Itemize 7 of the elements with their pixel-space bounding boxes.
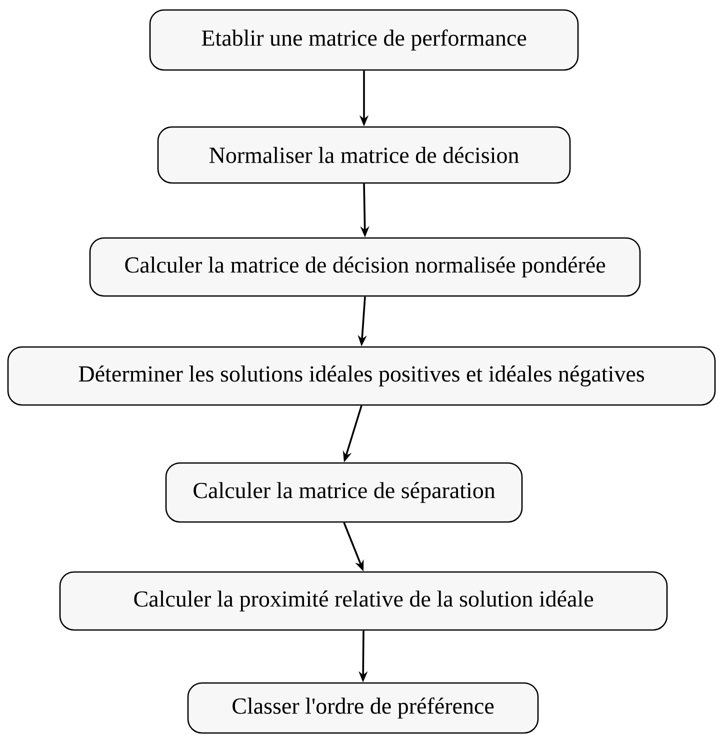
process-box: Calculer la proximité relative de la solution idéale	[59, 571, 668, 631]
process-box: Normaliser la matrice de décision	[157, 126, 571, 184]
process-box: Classer l'ordre de préférence	[187, 682, 539, 734]
process-box: Calculer la matrice de séparation	[165, 462, 523, 523]
process-box: Déterminer les solutions idéales positives et idéales négatives	[7, 346, 716, 406]
process-box: Calculer la matrice de décision normalisée pondérée	[89, 237, 641, 297]
process-box: Etablir une matrice de performance	[149, 9, 579, 71]
